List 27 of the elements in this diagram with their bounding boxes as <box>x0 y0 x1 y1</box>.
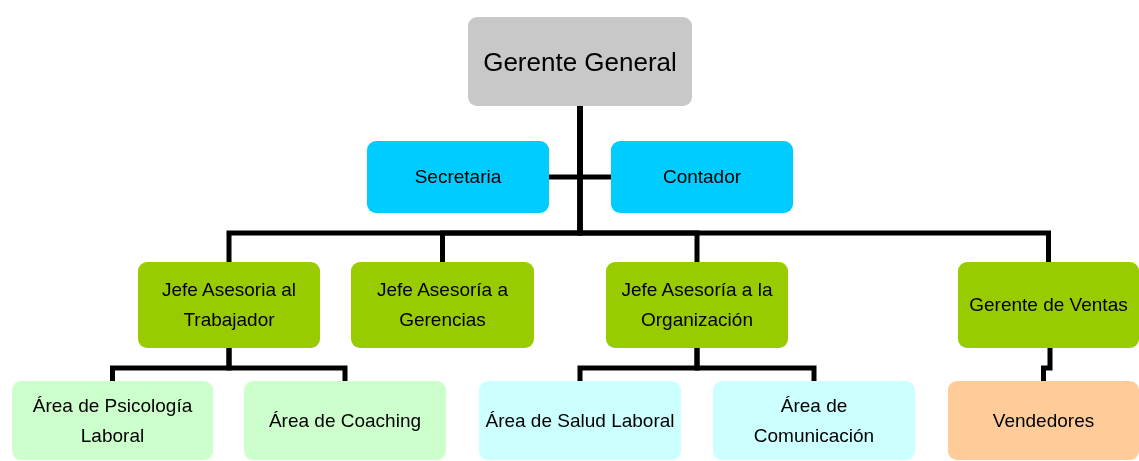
connector-line <box>694 348 817 381</box>
department-box <box>138 262 320 348</box>
node-label: Vendedores <box>992 409 1095 431</box>
node-label: Jefe Asesoría a Gerencias <box>377 279 508 330</box>
department-box <box>351 262 534 348</box>
staff-box <box>611 141 793 213</box>
node-label: Área de Psicología Laboral <box>32 394 193 446</box>
area-box <box>479 381 681 460</box>
node-label: Gerente de Ventas <box>969 294 1128 315</box>
node-label: Jefe Asesoría a la Organización <box>621 279 773 330</box>
manager-box <box>468 17 692 106</box>
node-label: Gerente General <box>483 46 677 77</box>
node-label: Área de Coaching <box>268 409 422 431</box>
area-box <box>12 381 213 460</box>
connector-line <box>1041 348 1053 381</box>
node-label: Contador <box>662 166 742 187</box>
area-box <box>244 381 446 460</box>
connector-line <box>226 348 348 381</box>
node-label: Área de Comunicación <box>753 394 875 446</box>
node-label: Jefe Asesoria al Trabajador <box>161 279 297 330</box>
node-label: Secretaria <box>414 166 502 187</box>
department-box <box>958 262 1139 348</box>
staff-box <box>367 141 549 213</box>
area-box <box>713 381 915 460</box>
node-label: Área de Salud Laboral <box>485 409 675 431</box>
department-box <box>606 262 788 348</box>
team-box <box>948 381 1139 460</box>
